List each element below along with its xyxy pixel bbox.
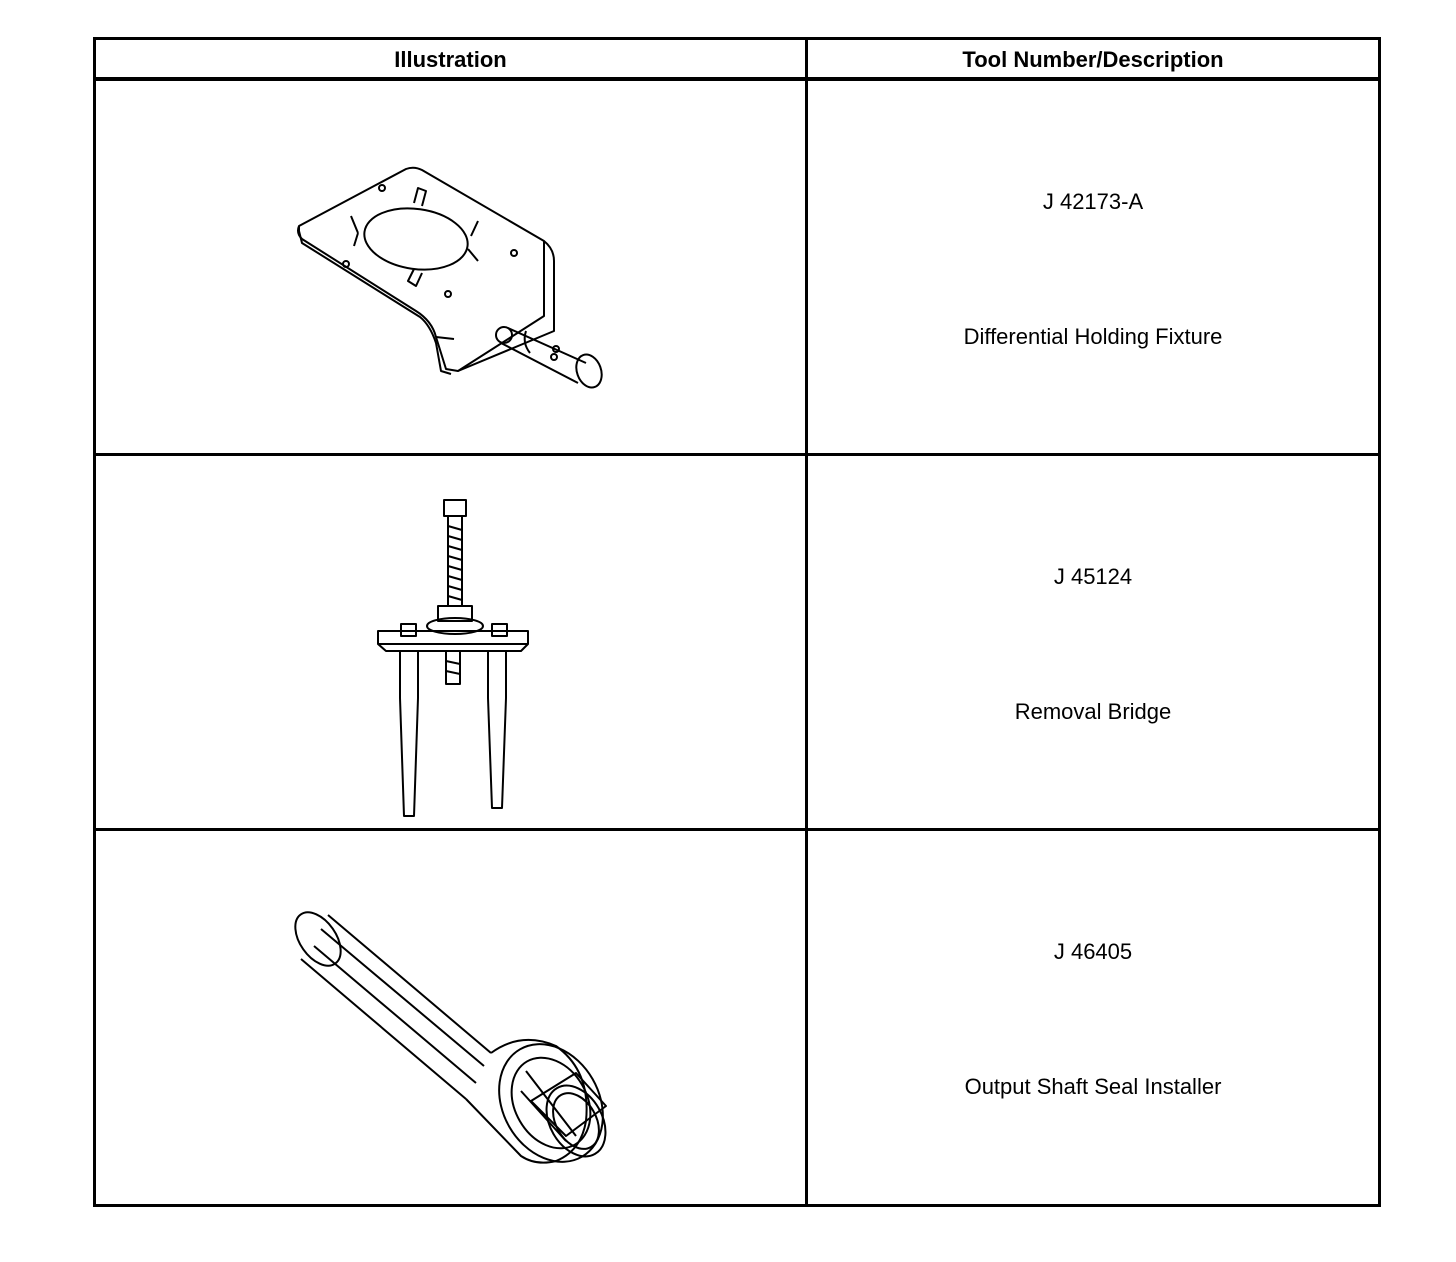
- tool-description: Output Shaft Seal Installer: [964, 1074, 1222, 1099]
- tool-number: J 46405: [1053, 939, 1133, 964]
- table-row: J 42173-A Differential Holding Fixture: [96, 81, 1378, 456]
- table-header-row: Illustration Tool Number/Description: [96, 40, 1378, 81]
- table-row: J 45124 Removal Bridge: [96, 456, 1378, 831]
- removal-bridge-illustration: [96, 456, 805, 828]
- table-row: J 46405 Output Shaft Seal Installer: [96, 831, 1378, 1204]
- output-shaft-seal-installer-illustration: [96, 831, 805, 1204]
- tool-table: Illustration Tool Number/Description: [93, 37, 1381, 1207]
- differential-holding-fixture-illustration: [96, 81, 805, 453]
- tool-number: J 42173-A: [1042, 189, 1144, 214]
- tool-number: J 45124: [1053, 564, 1133, 589]
- tool-description: Differential Holding Fixture: [963, 324, 1223, 349]
- column-divider: [805, 40, 808, 1204]
- tool-description: Removal Bridge: [1014, 699, 1172, 724]
- header-tool-number-description: Tool Number/Description: [962, 47, 1224, 72]
- header-illustration: Illustration: [394, 47, 507, 72]
